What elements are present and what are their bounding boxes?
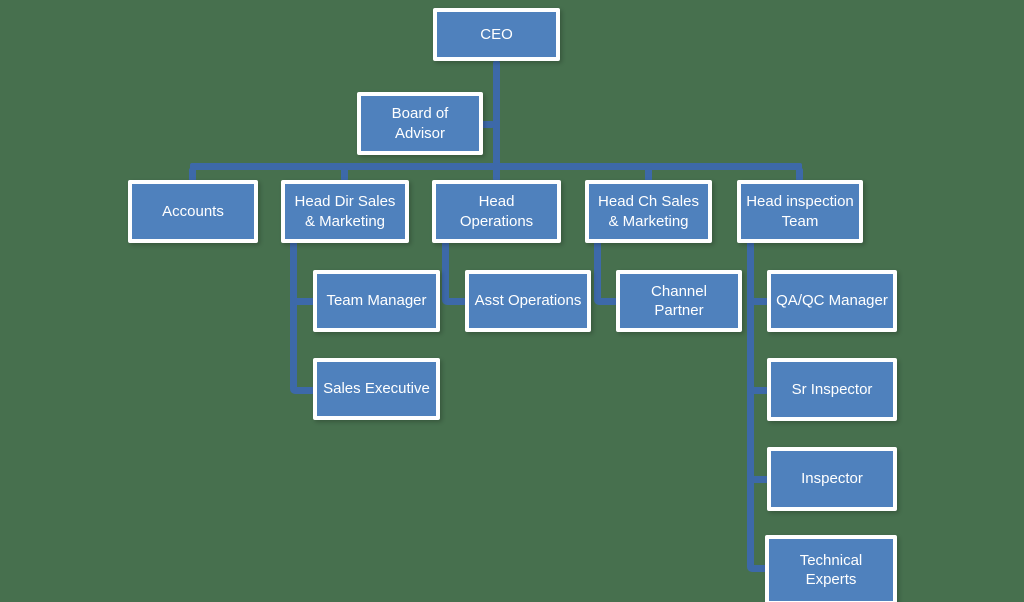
node-head-ch-sales-marketing-label: Head Ch Sales & Marketing <box>598 193 699 230</box>
connector-board-stub <box>480 121 494 128</box>
connector-stub-sales-executive <box>294 387 314 394</box>
node-head-inspection-team-label: Head inspection Team <box>746 193 854 230</box>
node-qa-qc-manager-label: QA/QC Manager <box>776 292 888 310</box>
node-inspector-label: Inspector <box>801 470 863 488</box>
node-ceo-label: CEO <box>480 25 513 43</box>
node-team-manager-label: Team Manager <box>326 292 427 310</box>
node-technical-experts: Technical Experts <box>765 535 897 602</box>
node-head-dir-sales-marketing: Head Dir Sales & Marketing <box>281 180 409 243</box>
node-board-of-advisor-label: Board of Advisor <box>391 105 449 142</box>
node-channel-partner-label: Channel Partner <box>651 282 707 320</box>
node-team-manager: Team Manager <box>313 270 440 332</box>
connector-main-horizontal <box>190 163 802 170</box>
node-head-operations: Head Operations <box>432 180 561 243</box>
connector-ceo-drop <box>493 61 500 181</box>
connector-stub-technical-experts <box>751 565 768 572</box>
connector-trunk-head-ch-sales <box>594 242 601 305</box>
node-asst-operations: Asst Operations <box>465 270 591 332</box>
connector-stub-team-manager <box>294 298 314 305</box>
connector-stub-asst-operations <box>446 298 466 305</box>
node-asst-operations-label: Asst Operations <box>474 292 582 310</box>
connector-drop-head-inspection <box>796 168 803 181</box>
node-technical-experts-label: Technical Experts <box>799 551 863 589</box>
node-inspector: Inspector <box>767 447 897 511</box>
node-sr-inspector-label: Sr Inspector <box>791 380 873 398</box>
node-sr-inspector: Sr Inspector <box>767 358 897 421</box>
node-qa-qc-manager: QA/QC Manager <box>767 270 897 332</box>
connector-trunk-head-dir-sales <box>290 242 297 394</box>
node-board-of-advisor: Board of Advisor <box>357 92 483 155</box>
node-channel-partner: Channel Partner <box>616 270 742 332</box>
node-accounts-label: Accounts <box>162 202 224 220</box>
node-head-operations-label: Head Operations <box>459 193 534 230</box>
connector-stub-qa-qc-manager <box>751 298 768 305</box>
connector-drop-head-ch-sales <box>645 168 652 181</box>
connector-stub-sr-inspector <box>751 387 768 394</box>
node-sales-executive: Sales Executive <box>313 358 440 420</box>
node-head-ch-sales-marketing: Head Ch Sales & Marketing <box>585 180 712 243</box>
node-sales-executive-label: Sales Executive <box>323 380 430 398</box>
node-head-inspection-team: Head inspection Team <box>737 180 863 243</box>
connector-stub-channel-partner <box>598 298 617 305</box>
connector-stub-inspector <box>751 476 768 483</box>
connector-drop-accounts <box>189 168 196 181</box>
connector-trunk-head-operations <box>442 242 449 305</box>
node-accounts: Accounts <box>128 180 258 243</box>
connector-trunk-head-inspection <box>747 242 754 572</box>
node-ceo: CEO <box>433 8 560 61</box>
connector-drop-head-dir-sales <box>341 168 348 181</box>
node-head-dir-sales-marketing-label: Head Dir Sales & Marketing <box>294 193 396 230</box>
